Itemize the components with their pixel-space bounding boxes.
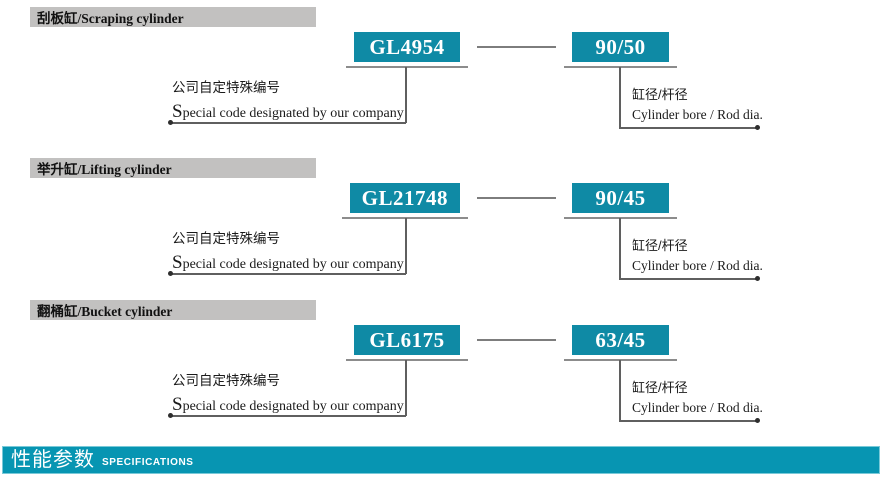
annotation-dot — [168, 120, 173, 125]
code-label-group: 公司自定特殊编号 Special code designated by our … — [172, 230, 404, 275]
spec-annotation-line — [619, 276, 760, 281]
model-code-box: GL6175 — [346, 325, 468, 361]
spec-leader-line — [619, 360, 621, 421]
section-header-bar: 刮板缸/Scraping cylinder — [30, 7, 316, 27]
spec-label-cn: 缸径/杆径 — [632, 238, 688, 253]
specifications-title-en: SPECIFICATIONS — [102, 457, 194, 468]
code-annotation-line — [168, 271, 406, 276]
code-annotation-line — [168, 120, 406, 125]
model-code-box: GL4954 — [346, 32, 468, 68]
code-label-group: 公司自定特殊编号 Special code designated by our … — [172, 79, 404, 124]
code-box-underline — [346, 359, 468, 361]
bore-rod-text: 90/45 — [595, 185, 646, 210]
code-label-cn: 公司自定特殊编号 — [172, 231, 280, 246]
code-box-underline — [346, 66, 468, 68]
model-code-box: GL21748 — [341, 183, 468, 219]
code-leader-line — [405, 218, 407, 274]
annotation-dot — [168, 413, 173, 418]
bore-rod-box: 63/45 — [564, 325, 677, 361]
bore-rod-box: 90/50 — [564, 32, 677, 68]
section-bucket-cylinder: 翻桶缸/Bucket cylinder GL6175 63/45 公司自定特殊编… — [0, 293, 895, 443]
spec-leader-line — [619, 67, 621, 128]
code-label-en: Special code designated by our company — [172, 100, 404, 122]
spec-annotation-line — [619, 125, 760, 130]
section-title: 刮板缸/Scraping cylinder — [37, 11, 184, 26]
section-title: 举升缸/Lifting cylinder — [37, 162, 172, 177]
spec-label-en: Cylinder bore / Rod dia. — [632, 399, 763, 415]
spec-label-cn: 缸径/杆径 — [632, 380, 688, 395]
section-header-bar: 举升缸/Lifting cylinder — [30, 158, 316, 178]
code-annotation-line — [168, 413, 406, 418]
section-header-bar: 翻桶缸/Bucket cylinder — [30, 300, 316, 320]
code-box-underline — [341, 217, 468, 219]
model-code-text: GL6175 — [369, 327, 445, 352]
section-title: 翻桶缸/Bucket cylinder — [37, 304, 173, 319]
connector-line — [477, 46, 556, 48]
code-leader-line — [405, 360, 407, 416]
bore-rod-text: 63/45 — [595, 327, 646, 352]
spec-leader-line — [619, 218, 621, 279]
code-label-en: Special code designated by our company — [172, 251, 404, 273]
code-label-group: 公司自定特殊编号 Special code designated by our … — [172, 372, 404, 417]
spec-label-group: 缸径/杆径 Cylinder bore / Rod dia. — [632, 238, 763, 274]
section-lifting-cylinder: 举升缸/Lifting cylinder GL21748 90/45 公司自定特… — [0, 151, 895, 301]
spec-label-en: Cylinder bore / Rod dia. — [632, 257, 763, 273]
spec-label-group: 缸径/杆径 Cylinder bore / Rod dia. — [632, 87, 763, 123]
spec-label-cn: 缸径/杆径 — [632, 87, 688, 102]
spec-label-en: Cylinder bore / Rod dia. — [632, 106, 763, 122]
code-label-cn: 公司自定特殊编号 — [172, 80, 280, 95]
section-scraping-cylinder: 刮板缸/Scraping cylinder GL4954 90/50 公司自定特… — [0, 0, 895, 150]
annotation-dot — [168, 271, 173, 276]
annotation-dot — [755, 276, 760, 281]
spec-annotation-line — [619, 418, 760, 423]
bore-rod-box: 90/45 — [564, 183, 677, 219]
spec-label-group: 缸径/杆径 Cylinder bore / Rod dia. — [632, 380, 763, 416]
specifications-title-cn: 性能参数 — [11, 449, 95, 471]
model-code-text: GL4954 — [369, 34, 445, 59]
code-label-cn: 公司自定特殊编号 — [172, 373, 280, 388]
annotation-dot — [755, 418, 760, 423]
connector-line — [477, 197, 556, 199]
specifications-banner: 性能参数 SPECIFICATIONS — [2, 446, 880, 474]
bore-rod-text: 90/50 — [595, 34, 646, 59]
code-leader-line — [405, 67, 407, 123]
connector-line — [477, 339, 556, 341]
annotation-dot — [755, 125, 760, 130]
model-code-text: GL21748 — [361, 185, 448, 210]
code-label-en: Special code designated by our company — [172, 393, 404, 415]
